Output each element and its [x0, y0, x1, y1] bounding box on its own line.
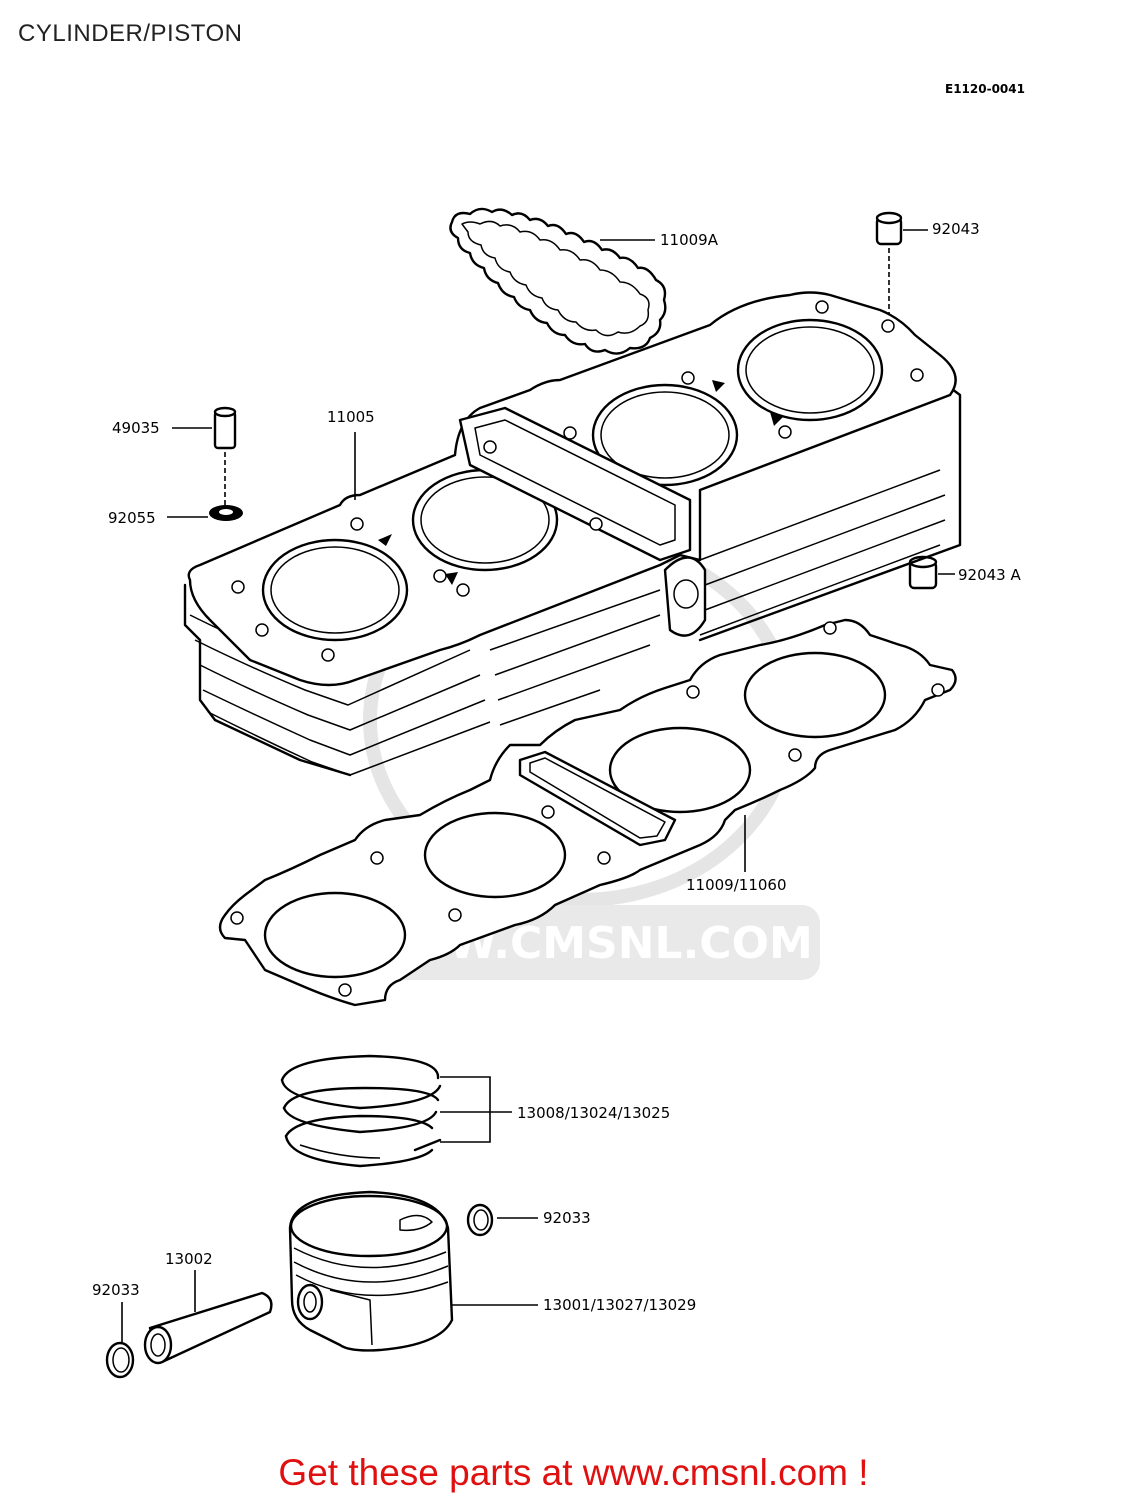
- diagram-code: E1120-0041: [945, 82, 1025, 96]
- page-title: CYLINDER/PISTON: [18, 20, 243, 47]
- footer-link[interactable]: Get these parts at www.cmsnl.com !: [278, 1452, 869, 1493]
- callout-92033-left: 92033: [92, 1281, 140, 1299]
- callout-49035: 49035: [112, 419, 160, 437]
- cylinder-block[interactable]: [183, 291, 962, 777]
- leader-lines: [121, 229, 955, 1342]
- callout-13002: 13002: [165, 1250, 213, 1268]
- callout-11009-11060: 11009/11060: [686, 876, 787, 894]
- exploded-parts-diagram: WWW.CMSNL.COM: [92, 207, 1021, 1379]
- callout-92043: 92043: [932, 220, 980, 238]
- callout-11009a: 11009A: [660, 231, 719, 249]
- circlip-left[interactable]: [105, 1341, 135, 1379]
- callout-92055: 92055: [108, 509, 156, 527]
- dowel-pin-top[interactable]: [875, 211, 903, 322]
- callout-13008-13024-13025: 13008/13024/13025: [517, 1104, 670, 1122]
- callout-92033-right: 92033: [543, 1209, 591, 1227]
- piston[interactable]: [288, 1190, 454, 1352]
- callout-92043a: 92043 A: [958, 566, 1021, 584]
- piston-pin[interactable]: [143, 1291, 273, 1365]
- callout-labels: 11009A 92043 49035 11005 92055 92043 A 1…: [92, 220, 1021, 1314]
- callout-11005: 11005: [327, 408, 375, 426]
- piston-ring-set[interactable]: [280, 1054, 442, 1168]
- stud[interactable]: [213, 406, 237, 505]
- base-gasket[interactable]: [218, 618, 957, 1007]
- washer[interactable]: [209, 505, 243, 521]
- circlip-right[interactable]: [466, 1203, 494, 1237]
- callout-13001-13027-13029: 13001/13027/13029: [543, 1296, 696, 1314]
- head-cover-gasket[interactable]: [449, 207, 667, 355]
